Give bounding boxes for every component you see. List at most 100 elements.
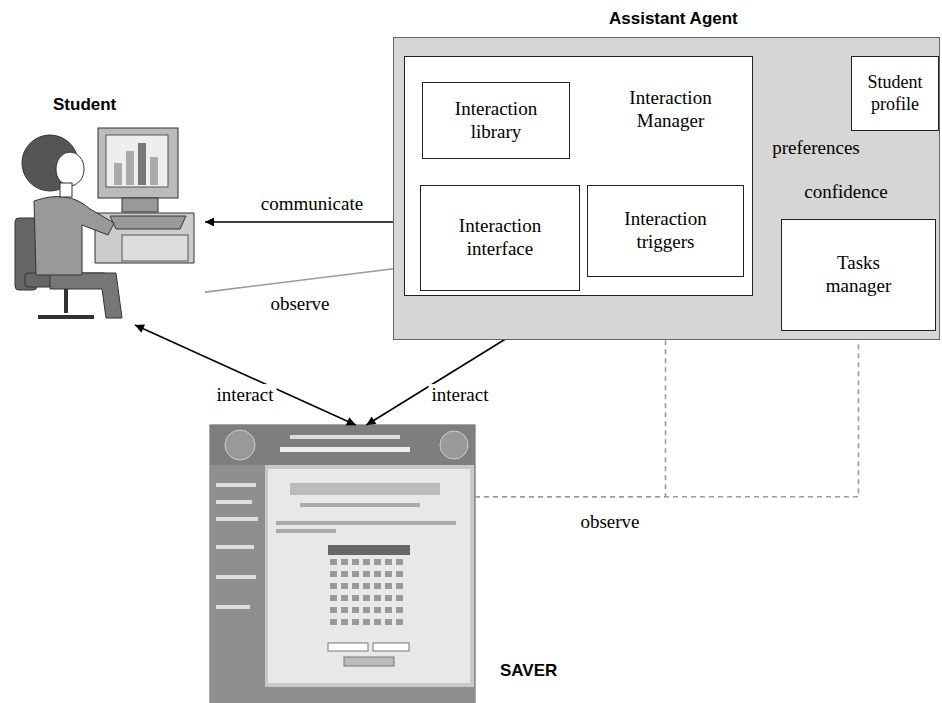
edge-label: interact (214, 384, 277, 406)
header-line (280, 447, 410, 452)
calendar-cell (363, 583, 370, 589)
input-box (373, 643, 409, 651)
box-label: Interaction interface (444, 215, 556, 261)
calendar-cell (396, 595, 403, 601)
calendar-cell (374, 583, 381, 589)
calendar-cell (396, 619, 403, 625)
calendar-cell (352, 583, 359, 589)
edge-label: confidence (801, 181, 890, 203)
calendar-cell (341, 607, 348, 613)
logo (225, 430, 255, 460)
header-line (290, 435, 400, 439)
calendar-cell (330, 571, 337, 577)
calendar-cell (352, 559, 359, 565)
chart-bar (150, 157, 158, 185)
student-face (56, 152, 84, 186)
calendar-header (328, 545, 410, 555)
keyboard (110, 216, 186, 229)
box-label: Interaction Manager (603, 87, 738, 133)
calendar-cell (374, 571, 381, 577)
module-box: Interaction library (422, 82, 570, 159)
text-line (276, 529, 336, 533)
calendar-cell (396, 583, 403, 589)
connector (135, 325, 356, 425)
heading: SAVER (500, 661, 557, 681)
button (344, 657, 394, 666)
calendar-cell (352, 619, 359, 625)
page-title-band (290, 483, 440, 495)
chart-bar (114, 163, 122, 185)
calendar-cell (396, 571, 403, 577)
calendar-cell (385, 595, 392, 601)
screenshot-content (268, 469, 470, 683)
screenshot-header (210, 425, 475, 465)
student-actor: Student (5, 95, 205, 325)
box-label: Interaction library (440, 98, 552, 144)
saver-screenshot (210, 425, 475, 703)
edge-label: observe (577, 511, 642, 533)
monitor-stand (122, 198, 158, 212)
input-box (328, 643, 368, 651)
calendar-cell (363, 571, 370, 577)
calendar-cell (352, 607, 359, 613)
calendar-cell (374, 607, 381, 613)
screen (106, 135, 168, 187)
calendar-grid (330, 559, 403, 625)
screenshot-frame (210, 425, 475, 703)
chart-bar (126, 151, 134, 185)
screenshot-footer (210, 687, 475, 703)
calendar-cell (385, 583, 392, 589)
edge-label: preferences (769, 137, 863, 159)
chart-bar (138, 143, 146, 185)
calendar-cell (330, 619, 337, 625)
calendar-cell (385, 607, 392, 613)
logo (440, 431, 468, 459)
calendar-cell (341, 619, 348, 625)
menu-line (216, 517, 258, 521)
calendar-cell (385, 619, 392, 625)
student-illustration (15, 128, 194, 318)
manager-box: Interaction Manager Interaction libraryIn… (404, 56, 753, 296)
edge-label: interact (429, 384, 492, 406)
monitor (98, 128, 178, 198)
text-line (276, 521, 456, 525)
calendar-cell (330, 595, 337, 601)
menu-line (216, 605, 250, 609)
calendar-cell (385, 559, 392, 565)
menu-line (216, 545, 254, 549)
menu-line (216, 500, 252, 504)
edge-label: communicate (258, 193, 366, 215)
connector (205, 221, 420, 223)
box-label: Student profile (858, 72, 932, 115)
calendar-cell (385, 571, 392, 577)
calendar-cell (352, 595, 359, 601)
text-line (300, 503, 420, 507)
heading: Assistant Agent (609, 9, 738, 29)
module-box: Interaction interface (420, 185, 580, 291)
calendar-cell (341, 559, 348, 565)
connector (205, 266, 420, 293)
student-neck (60, 183, 72, 197)
calendar-cell (341, 571, 348, 577)
profile-box: Student profile (851, 56, 939, 131)
calendar-cell (374, 619, 381, 625)
calendar-cell (341, 595, 348, 601)
calendar-cell (363, 607, 370, 613)
heading: Student (53, 95, 116, 115)
calendar-cell (330, 583, 337, 589)
menu-line (216, 483, 256, 487)
student-body (34, 197, 114, 276)
student-legs (50, 273, 122, 318)
module-box: Tasks manager (781, 219, 936, 331)
calendar-cell (330, 607, 337, 613)
desk-panel (122, 235, 188, 261)
calendar-cell (330, 559, 337, 565)
calendar-cell (396, 607, 403, 613)
edge-label: observe (267, 293, 332, 315)
screenshot-sidebar (210, 465, 265, 687)
saver-website: SAVER (210, 425, 475, 701)
box-label: Tasks manager (814, 252, 904, 298)
menu-line (216, 575, 256, 579)
